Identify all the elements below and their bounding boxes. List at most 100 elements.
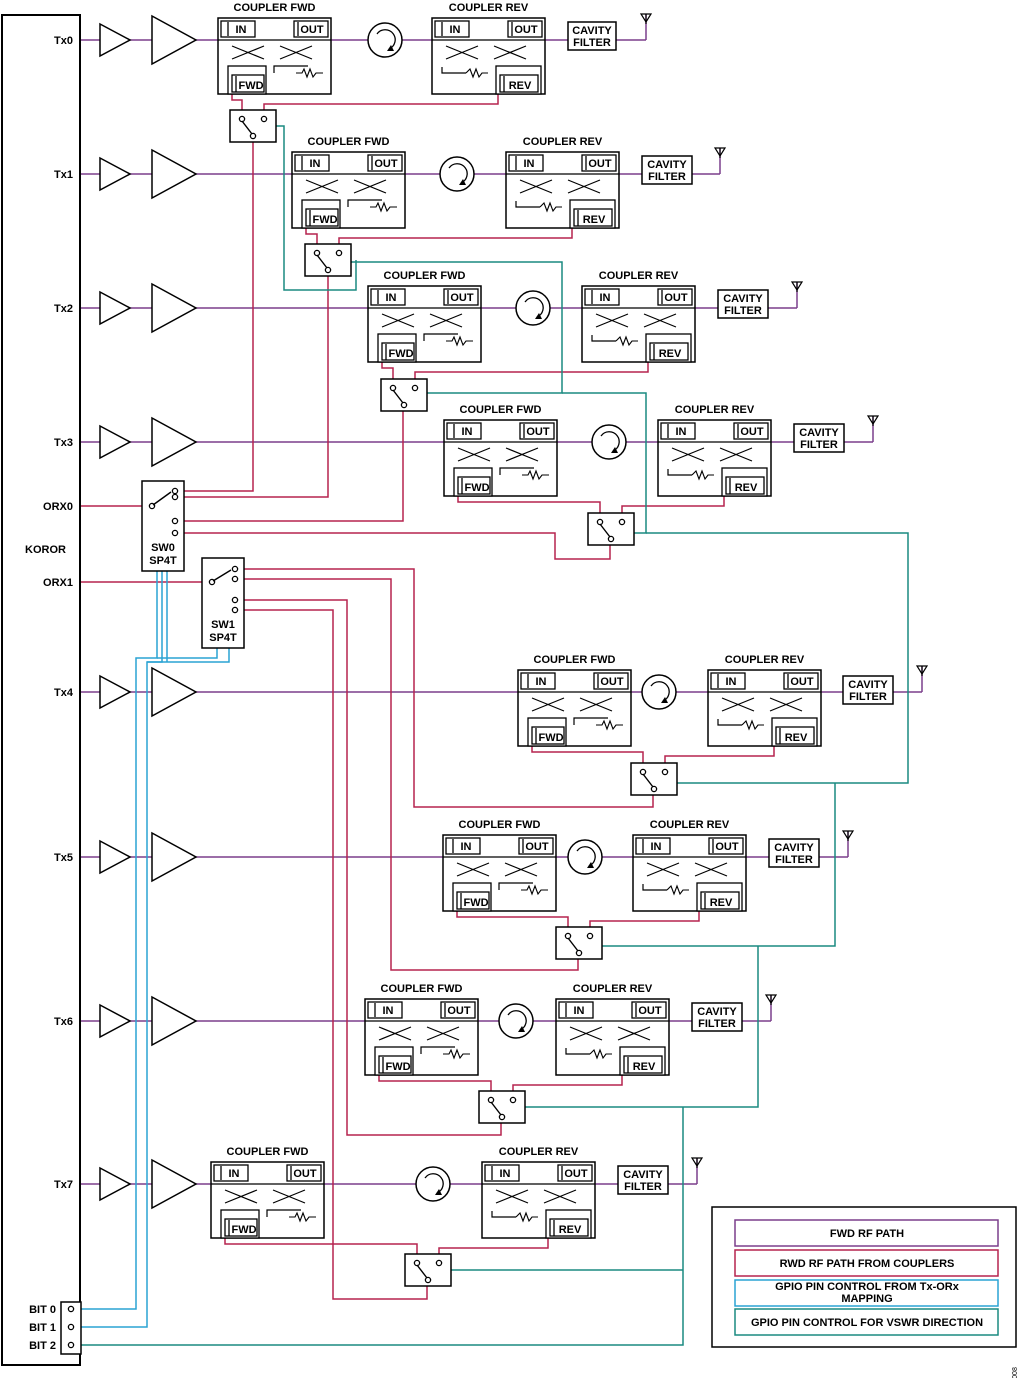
- driver-amp-icon: [99, 1003, 132, 1039]
- switch-contact: [639, 768, 647, 776]
- port-fwd-label: FWD: [238, 80, 263, 92]
- resistor-icon: [691, 469, 714, 481]
- switch-contact: [231, 565, 239, 573]
- port-rev-label: REV: [710, 897, 733, 909]
- port-in-label: IN: [383, 1005, 394, 1017]
- coupler-title: COUPLER FWD: [384, 270, 466, 282]
- tx-label: Tx4: [54, 687, 74, 699]
- coupler-rev: [632, 834, 747, 912]
- rf-switch: [229, 109, 277, 143]
- coupler-cross: [353, 179, 387, 194]
- port-out: [443, 288, 479, 306]
- port-out-label: OUT: [293, 1168, 317, 1180]
- coupler-cross: [595, 313, 629, 328]
- rf-switch: [478, 1090, 526, 1124]
- port-in: [367, 1001, 403, 1019]
- rev-port-inner: [499, 74, 539, 93]
- switch-contact: [389, 384, 397, 392]
- circulator-icon: [641, 674, 677, 710]
- port-in: [446, 422, 482, 440]
- resistor-icon: [443, 1048, 470, 1060]
- coupler-cross: [279, 45, 313, 60]
- switch-contact: [509, 1096, 517, 1104]
- resistor-icon: [465, 67, 488, 79]
- legend-item: [734, 1279, 999, 1307]
- fwd-port-inner: [381, 342, 415, 361]
- coupler-cross: [671, 447, 705, 462]
- port-rev-label: REV: [735, 482, 758, 494]
- resistor-icon: [666, 884, 689, 896]
- bit-label: BIT 2: [29, 1340, 56, 1352]
- tx-label: Tx6: [54, 1016, 73, 1028]
- port-out: [518, 837, 554, 855]
- legend-item: [734, 1249, 999, 1277]
- port-rev-label: REV: [583, 214, 606, 226]
- tx-label: Tx7: [54, 1179, 73, 1191]
- port-in-label: IN: [386, 292, 397, 304]
- rwd-rf-path: [177, 142, 254, 492]
- fwd-port-inner: [531, 726, 565, 745]
- resistor-icon: [289, 1211, 316, 1223]
- circulator-arc: [448, 163, 468, 184]
- switch-blade: [567, 937, 579, 952]
- coupler-cross: [493, 45, 527, 60]
- port-fwd-label: FWD: [385, 1061, 410, 1073]
- driver-amp-icon: [99, 839, 132, 875]
- coupler-cross: [569, 1026, 603, 1041]
- coupler-fwd: [443, 419, 558, 497]
- filter-label: CAVITY: [623, 1169, 663, 1181]
- filter-label: FILTER: [800, 439, 838, 451]
- port-in: [660, 422, 696, 440]
- port-in: [213, 1164, 249, 1182]
- filter-label: FILTER: [724, 305, 762, 317]
- switch-blade: [416, 1264, 428, 1279]
- circulator-icon: [498, 1003, 534, 1039]
- coupler-cross: [445, 45, 479, 60]
- coupler-cross: [505, 447, 539, 462]
- coupler-cross: [643, 313, 677, 328]
- power-amp-icon: [151, 282, 198, 334]
- rwd-rf-path: [237, 599, 502, 1136]
- coupler-title: COUPLER FWD: [227, 1146, 309, 1158]
- resistor-icon: [296, 67, 323, 79]
- port-in-label: IN: [236, 24, 247, 36]
- switch-contact: [607, 535, 615, 543]
- termination: [423, 333, 458, 341]
- sw1-label: SP4T: [209, 632, 237, 644]
- filter-label: CAVITY: [848, 679, 888, 691]
- port-fwd-label: FWD: [231, 1224, 256, 1236]
- termination: [591, 335, 616, 342]
- sw0-label: SP4T: [149, 555, 177, 567]
- tx-label: Tx0: [54, 35, 73, 47]
- rwd-rf-path: [237, 578, 579, 971]
- legend-label: GPIO PIN CONTROL FROM Tx-ORx: [775, 1281, 960, 1293]
- termination: [573, 717, 608, 725]
- coupler-cross: [305, 179, 339, 194]
- circulator-arc: [524, 297, 544, 318]
- filter-label: CAVITY: [572, 25, 612, 37]
- coupler-fwd: [442, 834, 557, 912]
- coupler-cross: [694, 862, 728, 877]
- fwd-port-inner: [231, 74, 265, 93]
- port-in-label: IN: [450, 24, 461, 36]
- driver-amp-icon: [99, 156, 132, 192]
- coupler-rev: [505, 151, 620, 229]
- port-in: [294, 154, 330, 172]
- power-amp-icon: [151, 148, 198, 200]
- port-in: [434, 20, 470, 38]
- switch-blade: [316, 254, 328, 269]
- filter-label: FILTER: [698, 1018, 736, 1030]
- driver-amp-icon: [99, 674, 132, 710]
- termination: [717, 719, 742, 726]
- coupler-cross: [272, 1189, 306, 1204]
- port-out-label: OUT: [526, 426, 550, 438]
- port-in-label: IN: [229, 1168, 240, 1180]
- driver-amp-icon: [99, 424, 132, 460]
- coupler-cross: [504, 862, 538, 877]
- port-out-label: OUT: [588, 158, 612, 170]
- sw1-label: SW1: [211, 619, 235, 631]
- port-in-label: IN: [500, 1168, 511, 1180]
- port-rev-label: REV: [659, 348, 682, 360]
- port-out: [367, 154, 403, 172]
